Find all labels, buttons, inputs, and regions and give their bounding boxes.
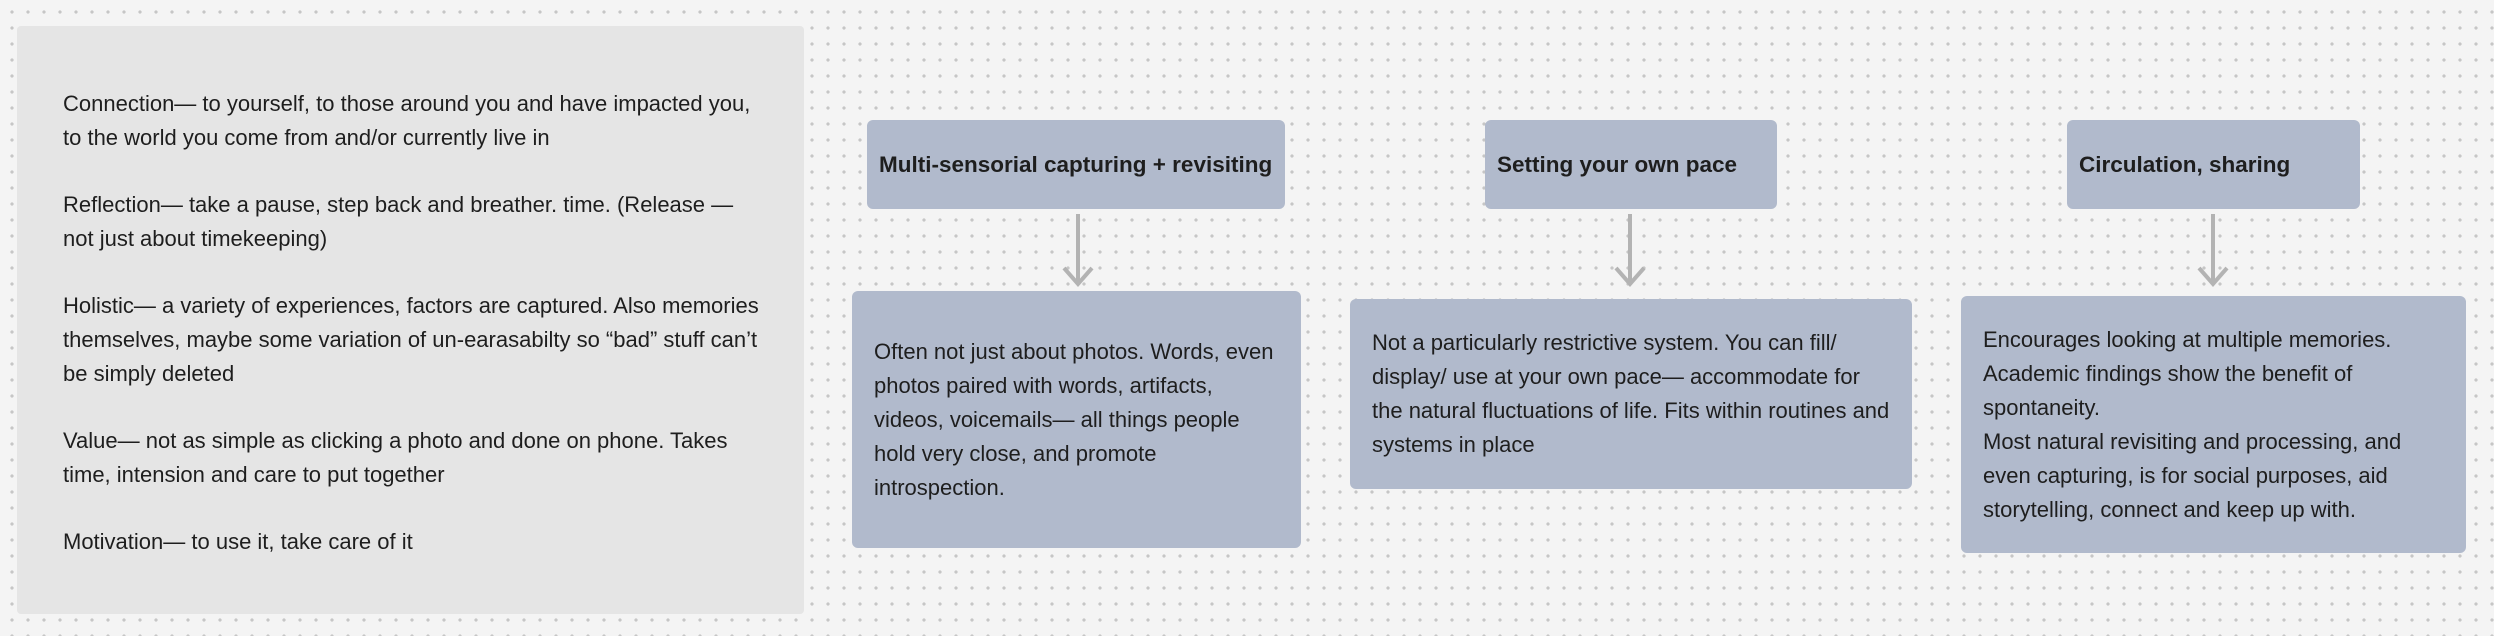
body-card-own-pace[interactable]: Not a particularly restrictive system. Y… xyxy=(1350,299,1912,489)
note-motivation: Motivation— to use it, take care of it xyxy=(63,529,413,554)
note-value: Value— not as simple as clicking a photo… xyxy=(63,428,728,487)
header-label: Multi-sensorial capturing + revisiting xyxy=(879,151,1273,177)
note-reflection: Reflection— take a pause, step back and … xyxy=(63,192,734,251)
header-card-own-pace[interactable]: Setting your own pace xyxy=(1485,120,1777,209)
body-text: Often not just about photos. Words, even… xyxy=(874,338,1274,500)
body-text: Not a particularly restrictive system. Y… xyxy=(1372,330,1890,457)
header-card-multi-sensorial[interactable]: Multi-sensorial capturing + revisiting xyxy=(867,120,1285,209)
header-label: Setting your own pace xyxy=(1497,151,1738,177)
arrow-down-icon xyxy=(1614,214,1646,288)
header-card-circulation[interactable]: Circulation, sharing xyxy=(2067,120,2360,209)
body-text: Encourages looking at multiple memories.… xyxy=(1983,326,2402,522)
note-connection: Connection— to yourself, to those around… xyxy=(63,91,751,150)
notes-panel: Connection— to yourself, to those around… xyxy=(17,26,804,614)
header-label: Circulation, sharing xyxy=(2079,151,2291,177)
body-card-multi-sensorial[interactable]: Often not just about photos. Words, even… xyxy=(852,291,1301,548)
body-card-circulation[interactable]: Encourages looking at multiple memories.… xyxy=(1961,296,2466,553)
arrow-down-icon xyxy=(1062,214,1094,288)
arrow-down-icon xyxy=(2197,214,2229,288)
note-holistic: Holistic— a variety of experiences, fact… xyxy=(63,293,759,386)
